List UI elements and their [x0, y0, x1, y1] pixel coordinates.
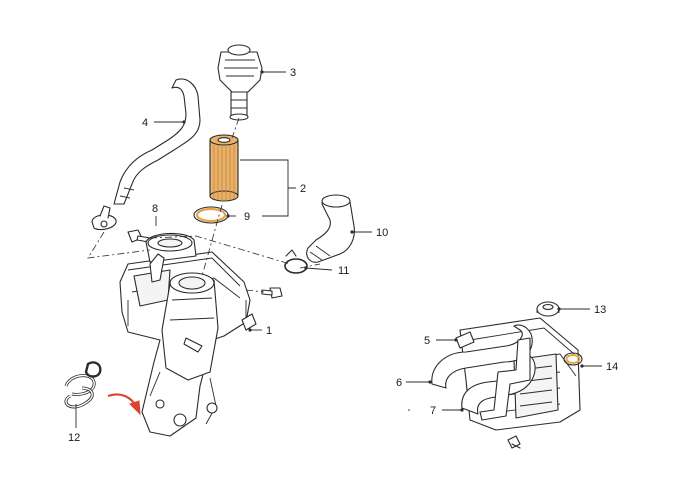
callout-14: 14: [606, 361, 618, 373]
callout-8: 8: [152, 203, 158, 215]
callout-11: 11: [338, 265, 349, 277]
part-10-elbow-hose: [306, 194, 355, 263]
part-8-bolt: [127, 229, 151, 243]
hose-clip: [91, 205, 117, 231]
filter-element-ribs: [213, 145, 235, 201]
housing-bolt: [261, 287, 283, 299]
part-3-filter-cap: [217, 44, 263, 121]
part-9-o-ring: [193, 206, 229, 224]
callout-6: 6: [396, 377, 402, 389]
assembly-center-lines: [87, 117, 321, 293]
callout-3: 3: [290, 67, 296, 79]
callout-2: 2: [300, 183, 306, 195]
part-1-oil-filter-housing: [119, 232, 257, 437]
callout-dots: [182, 70, 584, 412]
callout-10: 10: [376, 227, 388, 239]
callout-7: 7: [430, 405, 436, 417]
red-direction-arrow: [107, 393, 141, 416]
callout-4: 4: [142, 117, 148, 129]
part-14-o-ring: [563, 352, 583, 366]
callout-5: 5: [424, 335, 430, 347]
callout-13: 13: [594, 304, 606, 316]
part-11-hose-clamp: [284, 249, 308, 274]
callout-1: 1: [266, 325, 272, 337]
callout-12: 12: [68, 432, 80, 444]
oil-cooler-assembly: [431, 317, 581, 449]
callout-labels: 3 2 4 8 9 10 11 1 12 5 6 7 13 14: [68, 67, 618, 444]
part-2-filter-element: [209, 134, 239, 202]
callout-9: 9: [244, 211, 250, 223]
leader-lines: [75, 71, 602, 428]
part-4-breather-hose: [113, 78, 201, 205]
part-13-seal-washer: [536, 301, 560, 317]
part-12-gasket: [64, 361, 102, 409]
